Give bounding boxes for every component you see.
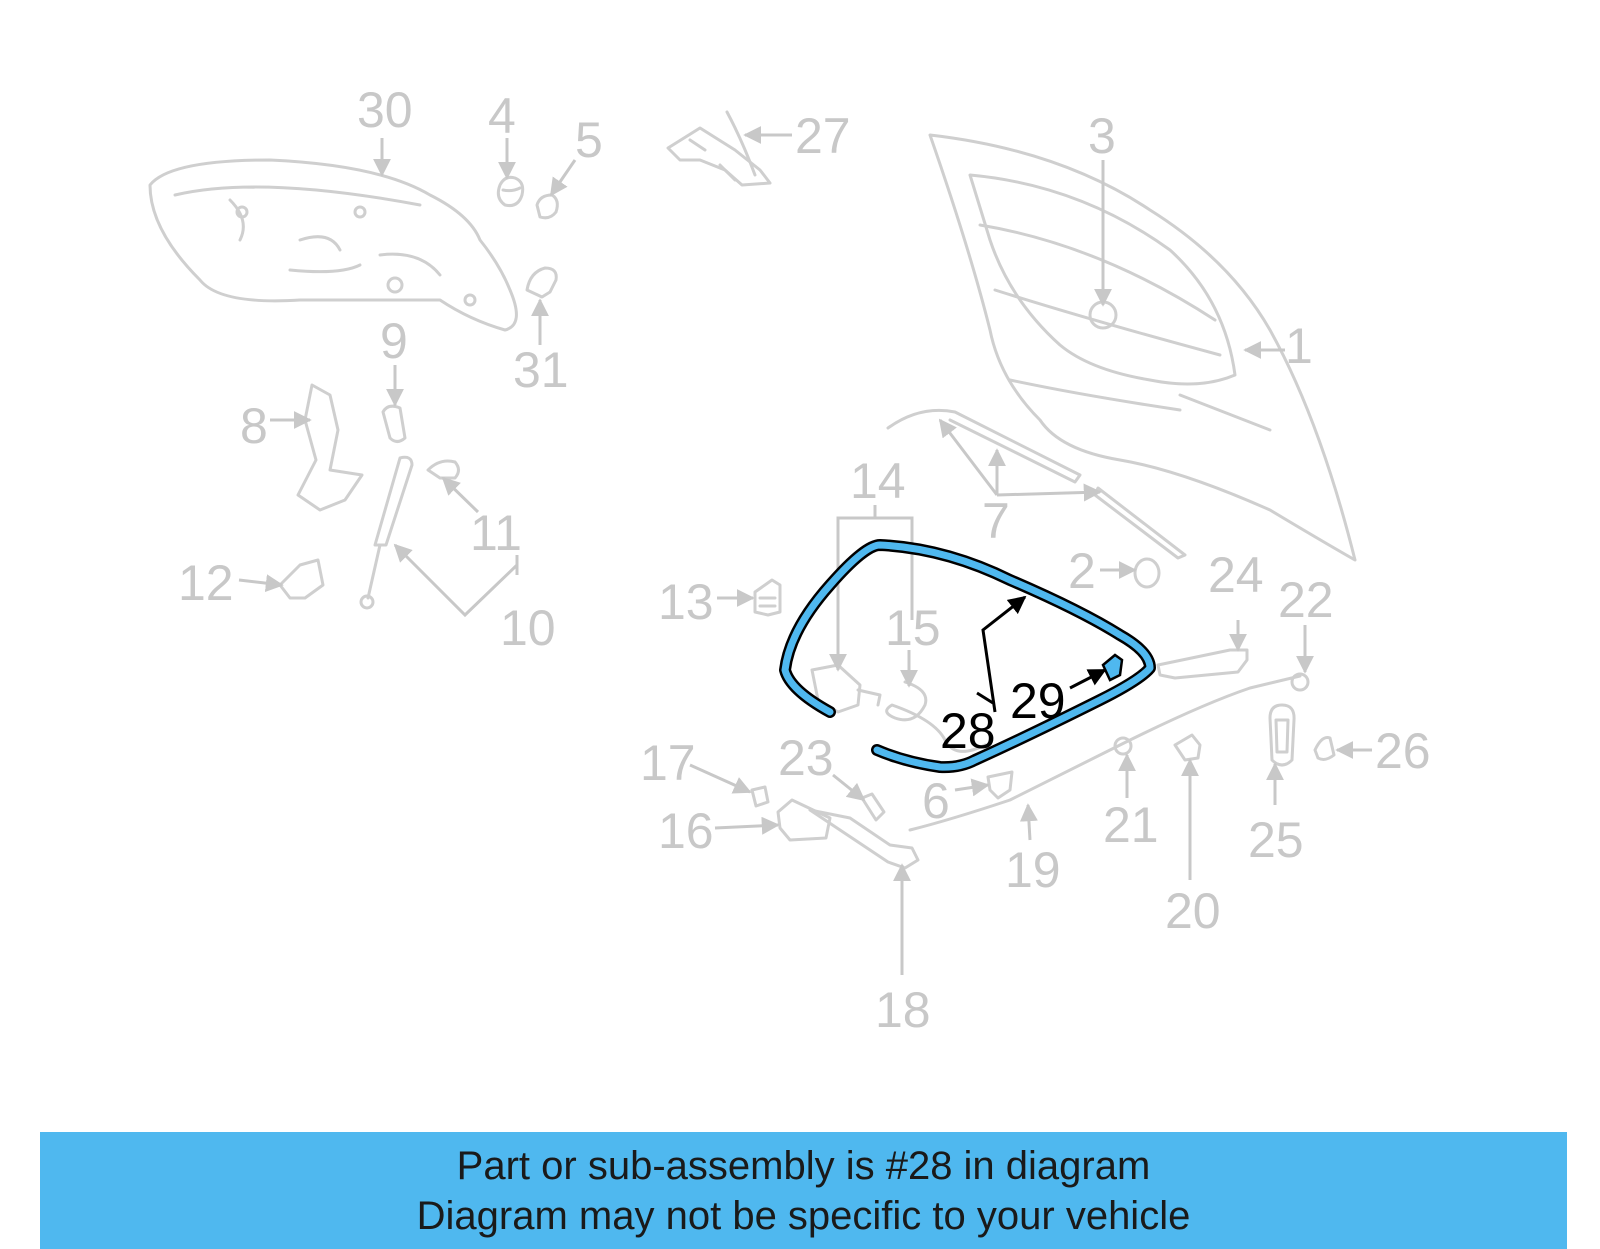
label-26: 26 bbox=[1375, 723, 1431, 779]
label-25: 25 bbox=[1248, 812, 1304, 868]
label-21: 21 bbox=[1103, 797, 1159, 853]
part-28-hood-seal bbox=[779, 539, 1156, 774]
label-19: 19 bbox=[1005, 842, 1061, 898]
label-24: 24 bbox=[1208, 547, 1264, 603]
part-20-bracket bbox=[1173, 733, 1202, 762]
label-8: 8 bbox=[240, 398, 268, 454]
part-16-insert bbox=[776, 798, 832, 842]
label-5: 5 bbox=[575, 112, 603, 168]
part-17-clip bbox=[750, 785, 770, 808]
label-16: 16 bbox=[658, 803, 714, 859]
label-14: 14 bbox=[850, 453, 906, 509]
label-10: 10 bbox=[500, 600, 556, 656]
label-9: 9 bbox=[380, 313, 408, 369]
part-24-prop-rod bbox=[1156, 648, 1249, 680]
part-2-bumper bbox=[1133, 557, 1161, 589]
part-29-clip bbox=[1101, 653, 1124, 682]
leader-lines bbox=[238, 126, 1372, 975]
part-1-hood bbox=[928, 133, 1357, 562]
label-7: 7 bbox=[982, 493, 1010, 549]
label-13: 13 bbox=[658, 574, 714, 630]
part-30-insulator bbox=[148, 158, 518, 332]
part-11-clip bbox=[426, 459, 460, 480]
label-18: 18 bbox=[875, 982, 931, 1038]
label-22: 22 bbox=[1278, 572, 1334, 628]
label-23: 23 bbox=[778, 730, 834, 786]
part-26-clip bbox=[1313, 736, 1336, 761]
banner-line-1: Part or sub-assembly is #28 in diagram bbox=[456, 1143, 1151, 1188]
part-18-handle bbox=[808, 808, 920, 870]
label-20: 20 bbox=[1165, 883, 1221, 939]
label-31: 31 bbox=[513, 342, 569, 398]
part-labels: 30 4 5 27 3 1 31 9 8 11 12 10 14 7 2 24 … bbox=[178, 82, 1431, 1038]
part-13-hinge bbox=[753, 578, 782, 617]
part-9-ballstud bbox=[381, 404, 407, 443]
leader-lines-highlighted bbox=[976, 595, 1107, 713]
label-29: 29 bbox=[1010, 673, 1066, 729]
part-4-bumper bbox=[496, 175, 525, 207]
part-10-strut bbox=[359, 455, 414, 610]
label-1: 1 bbox=[1285, 318, 1313, 374]
part-27-latch bbox=[666, 110, 772, 187]
part-7-weatherstrip bbox=[886, 408, 1187, 560]
label-6: 6 bbox=[922, 773, 950, 829]
part-25-handle bbox=[1268, 703, 1296, 767]
banner-line-2: Diagram may not be specific to your vehi… bbox=[416, 1193, 1191, 1238]
label-30: 30 bbox=[357, 82, 413, 138]
label-27: 27 bbox=[795, 108, 851, 164]
part-5-clip bbox=[535, 193, 559, 220]
part-15-cable bbox=[885, 680, 987, 753]
part-22-grommet bbox=[1290, 672, 1310, 692]
part-6-bumper bbox=[986, 770, 1014, 800]
parts-diagram: 30 4 5 27 3 1 31 9 8 11 12 10 14 7 2 24 … bbox=[148, 82, 1431, 1038]
part-23-clip bbox=[860, 792, 886, 822]
label-3: 3 bbox=[1088, 108, 1116, 164]
info-banner: Part or sub-assembly is #28 in diagram D… bbox=[40, 1132, 1567, 1249]
label-12: 12 bbox=[178, 555, 234, 611]
label-28: 28 bbox=[940, 703, 996, 759]
part-31-clip bbox=[525, 266, 558, 299]
label-17: 17 bbox=[640, 735, 696, 791]
part-8-bracket bbox=[296, 383, 364, 512]
label-4: 4 bbox=[488, 88, 516, 144]
label-2: 2 bbox=[1068, 543, 1096, 599]
part-12-bracket bbox=[278, 558, 325, 600]
label-15: 15 bbox=[885, 600, 941, 656]
label-11: 11 bbox=[470, 505, 522, 561]
